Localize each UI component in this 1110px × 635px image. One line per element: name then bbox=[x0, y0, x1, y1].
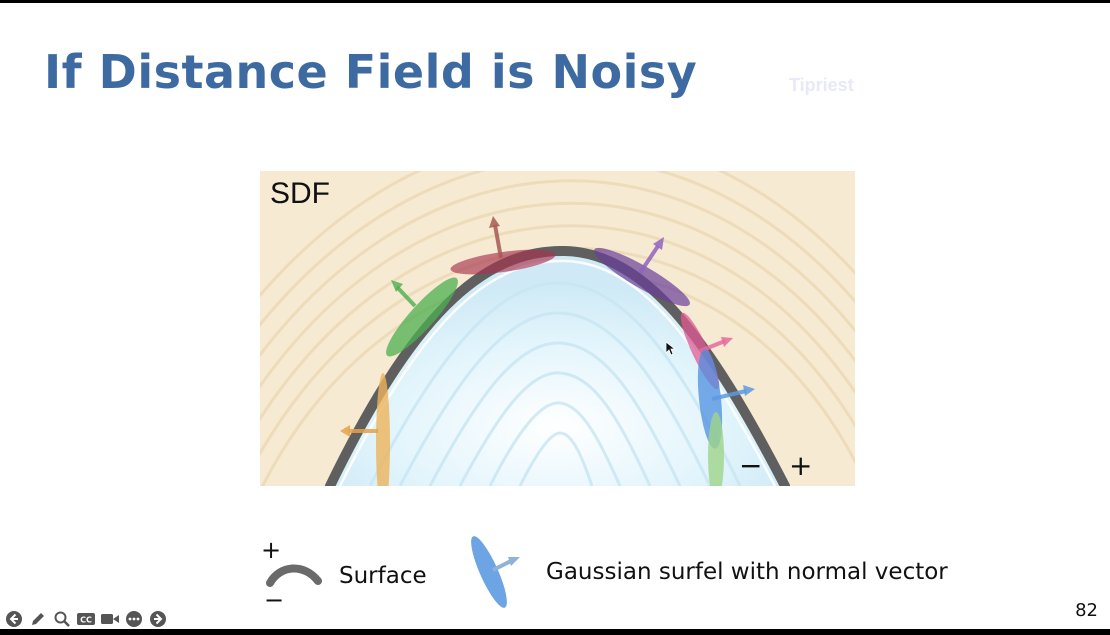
legend-plus-sign: + bbox=[261, 536, 282, 564]
surfel-orange bbox=[340, 373, 390, 486]
zoom-button[interactable] bbox=[52, 609, 72, 629]
video-button[interactable] bbox=[100, 609, 120, 629]
next-icon bbox=[150, 611, 166, 627]
captions-button[interactable]: CC bbox=[76, 609, 96, 629]
surfel-legend-icon bbox=[471, 536, 520, 608]
surface-curve bbox=[325, 245, 790, 486]
surface-legend-icon bbox=[266, 564, 322, 587]
inside-sign: − bbox=[739, 449, 763, 482]
previous-slide-button[interactable] bbox=[4, 609, 24, 629]
video-icon bbox=[101, 614, 119, 624]
pen-button[interactable] bbox=[28, 609, 48, 629]
presentation-toolbar: CC bbox=[4, 609, 168, 629]
surfel-purple bbox=[594, 237, 690, 307]
next-slide-button[interactable] bbox=[148, 609, 168, 629]
svg-text:CC: CC bbox=[80, 616, 92, 625]
sdf-figure bbox=[260, 171, 855, 486]
legend-minus-sign: − bbox=[264, 586, 285, 614]
page-number: 82 bbox=[1075, 600, 1098, 621]
outside-sign: + bbox=[789, 449, 813, 482]
surface-legend-label: Surface bbox=[339, 563, 427, 589]
surfel-legend-label: Gaussian surfel with normal vector bbox=[546, 559, 948, 585]
more-options-button[interactable] bbox=[124, 609, 144, 629]
surfel-lightgreen bbox=[708, 412, 724, 486]
surfel-red bbox=[450, 216, 556, 275]
surfel-green bbox=[386, 277, 458, 357]
inside-contours bbox=[368, 281, 742, 486]
zoom-icon bbox=[54, 611, 70, 627]
pen-icon bbox=[32, 613, 44, 625]
more-icon bbox=[126, 611, 142, 627]
slide: If Distance Field is Noisy Tipriest bbox=[0, 3, 1110, 629]
previous-icon bbox=[6, 611, 22, 627]
mouse-cursor-icon bbox=[666, 342, 676, 356]
watermark: Tipriest bbox=[789, 75, 854, 95]
sdf-label: SDF bbox=[270, 177, 330, 210]
slide-title: If Distance Field is Noisy bbox=[44, 45, 698, 99]
captions-icon: CC bbox=[77, 613, 95, 625]
